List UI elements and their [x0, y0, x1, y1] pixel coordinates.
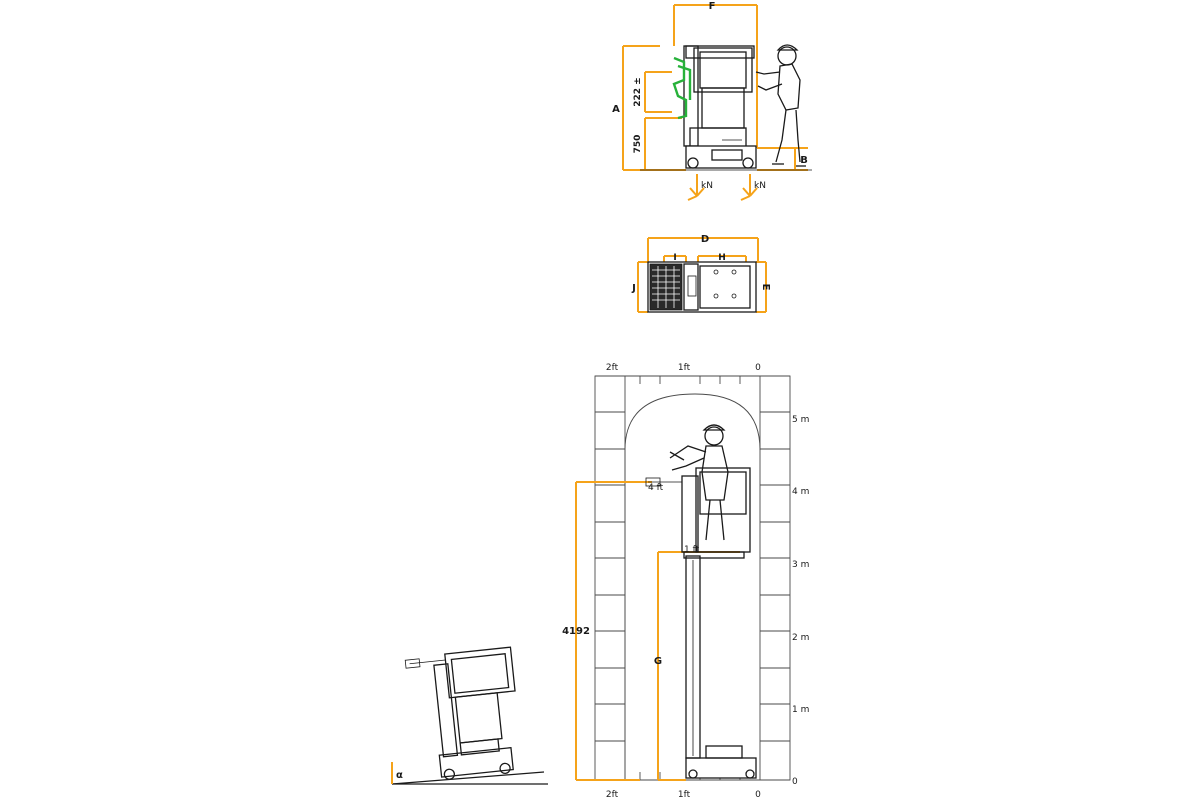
dim-label-D: D [701, 234, 709, 245]
dim-label-4192: 4192 [562, 626, 590, 637]
top-tick-1ft: 1ft [678, 363, 691, 373]
dim-label-B: B [800, 155, 808, 166]
bottom-tick-0: 0 [755, 790, 761, 800]
side-view: F A 222 ± 750 B [612, 1, 812, 201]
right-tick-2: 2 m [792, 633, 809, 643]
dim-label-E: E [760, 284, 771, 291]
top-view: D I H J E C [631, 234, 771, 313]
svg-text:kN: kN [754, 181, 766, 191]
dim-label-H: H [718, 253, 726, 263]
dim-label-J: J [631, 283, 636, 294]
dim-label-A: A [612, 104, 620, 115]
dim-label-750: 750 [633, 135, 643, 154]
right-tick-4: 4 m [792, 487, 809, 497]
top-tick-0: 0 [755, 363, 761, 373]
right-tick-5: 5 m [792, 415, 809, 425]
right-tick-1: 1 m [792, 705, 809, 715]
bottom-tick-1ft: 1ft [678, 790, 691, 800]
platform-label-1ft: 1 ft [684, 545, 700, 555]
svg-text:kN: kN [701, 181, 713, 191]
dim-label-F: F [709, 1, 716, 12]
platform-label-4ft: 4 ft [648, 483, 664, 493]
top-tick-2ft: 2ft [606, 363, 619, 373]
right-tick-3: 3 m [792, 560, 809, 570]
right-tick-0: 0 [792, 777, 798, 787]
slope-angle-label: α [396, 770, 403, 781]
dim-label-G: G [654, 656, 662, 667]
working-range-view: 2ft 1ft 0 2ft 1ft 0 5 m 4 m 3 m 2 m 1 m … [562, 363, 809, 800]
dim-label-I: I [673, 253, 676, 263]
bottom-tick-2ft: 2ft [606, 790, 619, 800]
slope-view: α [391, 646, 548, 785]
dim-label-222: 222 ± [633, 77, 643, 106]
